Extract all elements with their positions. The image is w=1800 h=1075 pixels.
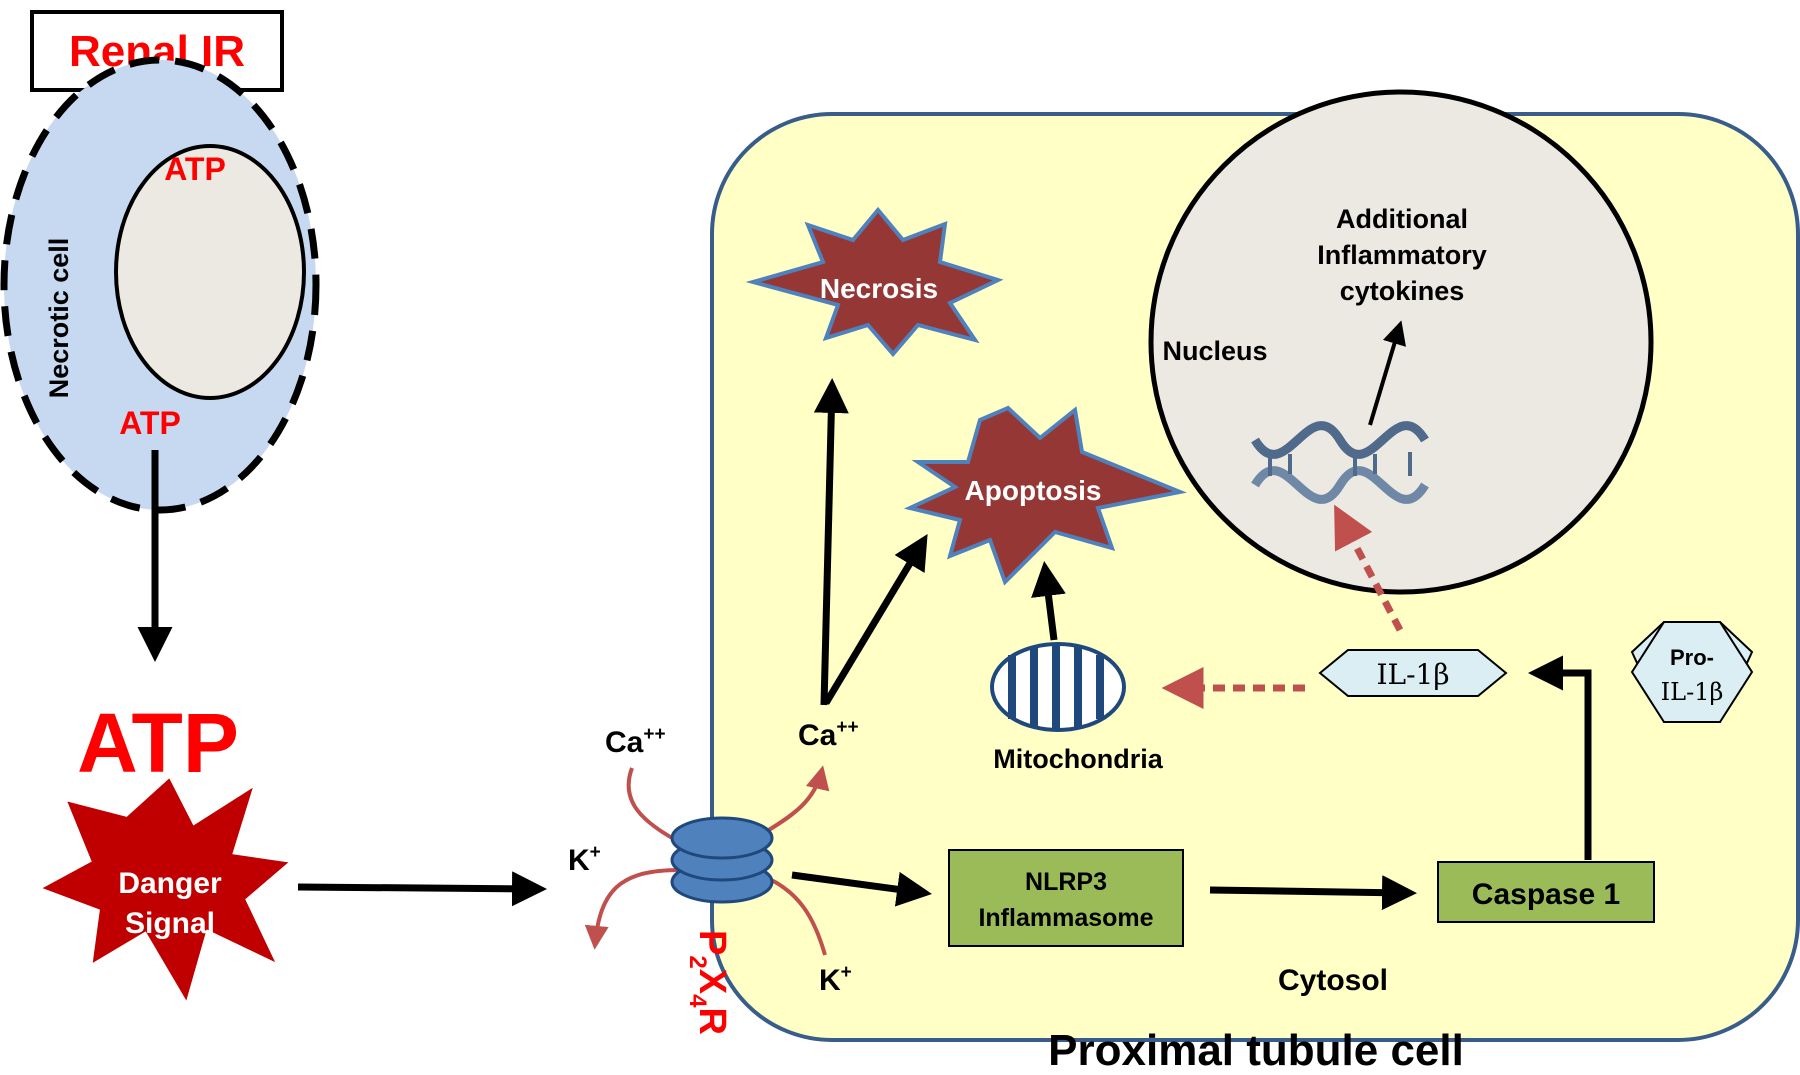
atp-big-label: ATP — [77, 696, 239, 790]
mitochondria-label: Mitochondria — [993, 744, 1163, 774]
apoptosis-burst — [903, 405, 1187, 586]
pro-il1b-line2: IL-1β — [1661, 678, 1724, 706]
nucleus-label: Nucleus — [1162, 336, 1267, 366]
apoptosis-label: Apoptosis — [965, 475, 1102, 506]
p2x4r-receptor-icon — [670, 816, 774, 904]
p2x4r-sub2: 4 — [684, 994, 711, 1008]
proximal-tubule-cell-label: Proximal tubule cell — [1048, 1026, 1464, 1075]
dna-to-cytokines-arrow — [1368, 320, 1406, 426]
mito-to-apoptosis-arrow — [1031, 561, 1066, 641]
k-efflux-arrow — [584, 868, 681, 950]
receptor-to-nlrp3-arrow — [791, 871, 932, 907]
p2x4r-p: P — [691, 930, 733, 955]
p2x4r-sub1: 2 — [684, 955, 711, 968]
danger-signal-line2: Signal — [125, 907, 215, 940]
caspase-to-il1b-arrow — [1528, 655, 1592, 860]
k-outside-label: K+ — [568, 842, 601, 877]
danger-signal-burst — [42, 778, 289, 1001]
atp-label-bottom: ATP — [119, 405, 181, 441]
caspase1-box — [1437, 861, 1655, 923]
ca-outside-label: Ca++ — [605, 724, 666, 759]
nlrp3-line2: Inflammasome — [978, 904, 1153, 932]
caspase1-label: Caspase 1 — [1472, 878, 1620, 911]
nlrp3-to-caspase-arrow — [1209, 875, 1417, 911]
cytokines-line2: Inflammatory — [1317, 240, 1487, 270]
p2x4r-x: X — [691, 969, 733, 995]
il1b-label: IL-1β — [1376, 658, 1449, 691]
mitochondria-icon — [990, 642, 1126, 732]
svg-text:P2X4R: P2X4R — [684, 930, 733, 1035]
ca-to-apoptosis-arrow — [823, 534, 928, 705]
cytokines-line3: cytokines — [1340, 276, 1465, 306]
nlrp3-box — [948, 849, 1184, 947]
nlrp3-line1: NLRP3 — [1025, 868, 1107, 896]
necrosis-burst — [745, 206, 1004, 358]
necrotic-cell-label: Necrotic cell — [44, 238, 74, 399]
cytosol-label: Cytosol — [1278, 964, 1388, 997]
ca-to-necrosis-arrow — [813, 378, 849, 706]
il1b-hexagon — [1318, 649, 1508, 697]
k-inside-label: K+ — [819, 962, 852, 997]
danger-to-receptor-arrow — [297, 871, 547, 907]
danger-signal-line1: Danger — [118, 867, 222, 900]
pro-il1b-line1: Pro- — [1670, 645, 1714, 670]
necrosis-label: Necrosis — [820, 273, 938, 304]
p2x4r-label: P2X4R — [684, 930, 733, 1035]
il1b-to-nucleus-dotted-arrow — [1334, 504, 1404, 632]
p2x4r-r: R — [691, 1007, 733, 1034]
necrotic-cell-nucleus — [114, 144, 306, 400]
cytokines-line1: Additional — [1336, 204, 1468, 234]
dna-helix-icon — [1251, 421, 1429, 504]
ca-inside-label: Ca++ — [798, 717, 859, 752]
atp-label-top: ATP — [164, 151, 226, 187]
pro-il1b-hexagon-outline — [1630, 621, 1754, 723]
